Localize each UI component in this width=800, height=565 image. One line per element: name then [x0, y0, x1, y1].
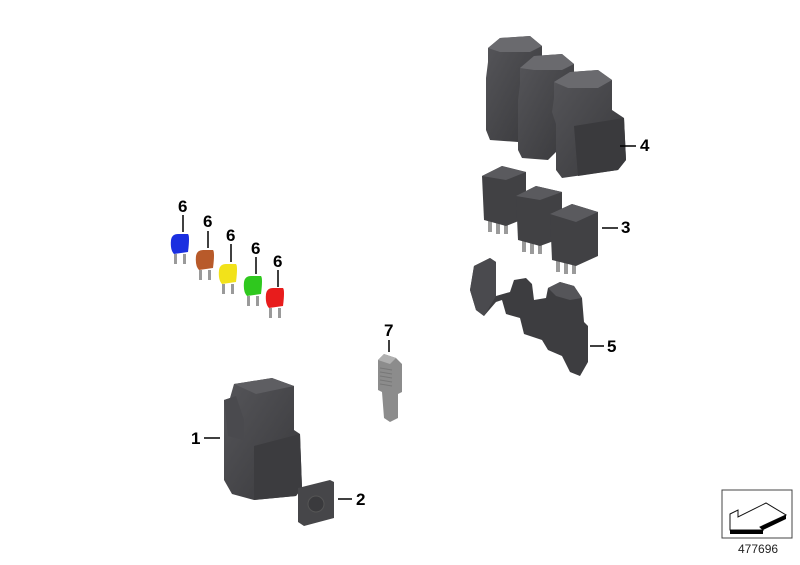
callout-6-blue[interactable]: 6 [178, 197, 188, 216]
mini-fuse-brown[interactable] [195, 231, 214, 280]
image-id-label: 477696 [738, 542, 779, 556]
callout-2[interactable]: 2 [356, 490, 366, 509]
callout-5[interactable]: 5 [607, 337, 617, 356]
relay-holder-bracket-part-5[interactable] [470, 258, 588, 376]
callout-6-yellow[interactable]: 6 [226, 226, 236, 245]
mini-fuse-blue[interactable] [170, 215, 189, 264]
mini-fuse-green[interactable] [243, 257, 262, 306]
mini-fuse-red[interactable] [265, 270, 284, 318]
callout-6-green[interactable]: 6 [251, 239, 261, 258]
callout-6-brown[interactable]: 6 [203, 212, 213, 231]
clip-part-7[interactable] [378, 340, 402, 422]
callout-3[interactable]: 3 [621, 218, 631, 237]
callout-7[interactable]: 7 [384, 321, 394, 340]
relay-covers-part-4[interactable] [486, 36, 626, 178]
callout-6-red[interactable]: 6 [273, 252, 283, 271]
orientation-arrow-icon [721, 489, 793, 539]
relay-housing-part-1[interactable] [224, 378, 302, 500]
relays-part-3[interactable] [482, 166, 598, 274]
cover-cap-part-2[interactable] [298, 480, 334, 526]
callout-4[interactable]: 4 [640, 136, 650, 155]
callout-1[interactable]: 1 [191, 429, 201, 448]
mini-fuse-yellow[interactable] [218, 244, 237, 294]
